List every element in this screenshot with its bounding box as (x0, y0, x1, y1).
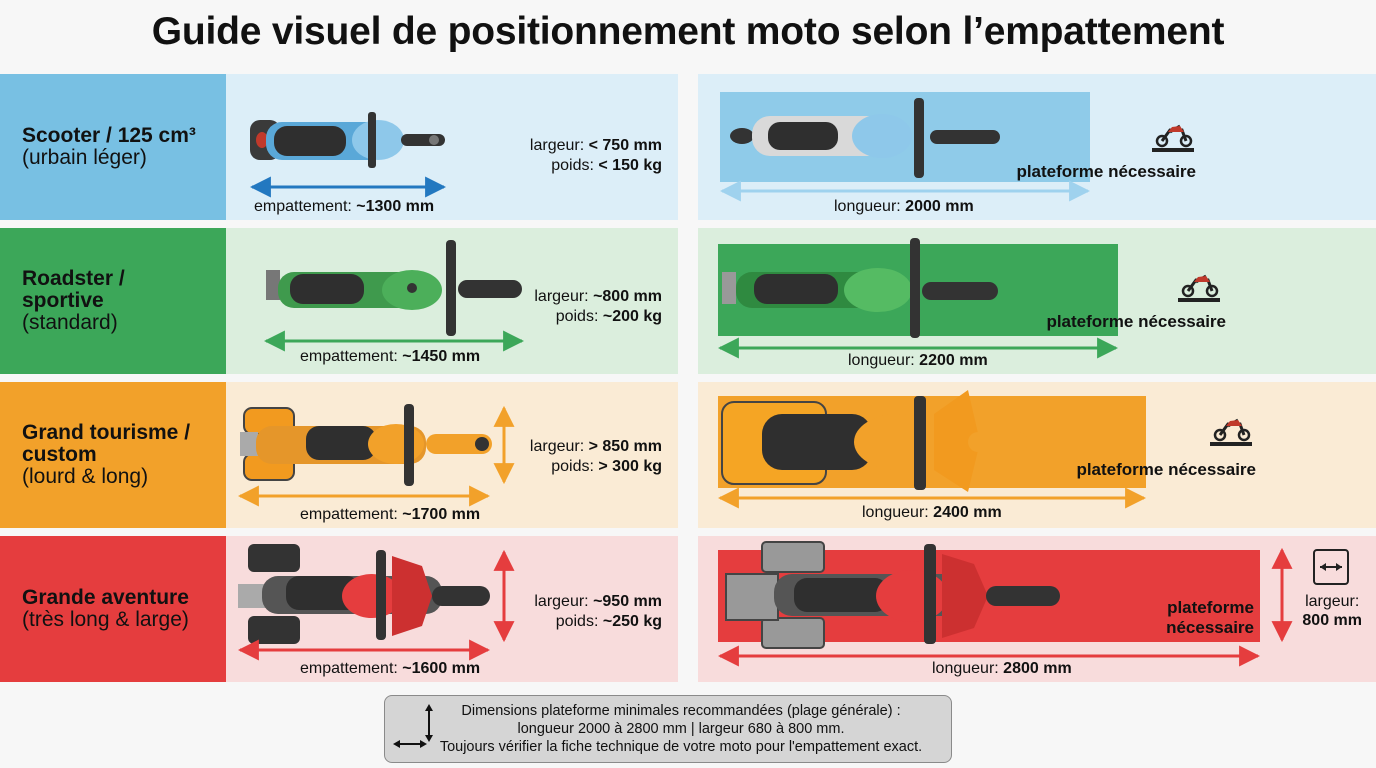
wheelbase-label: empattement: ~1600 mm (300, 660, 481, 677)
bike-specs: largeur: > 850 mm poids: > 300 kg (529, 438, 662, 475)
row-label-adventure: Grande aventure (très long & large) (0, 536, 226, 682)
bike-specs: largeur: ~950 mm poids: ~250 kg (534, 593, 662, 630)
category-title: Roadster / sportive (22, 267, 125, 312)
length-label: longueur: 2800 mm (932, 660, 1072, 677)
bike-panel-scooter: empattement: ~1300 mm largeur: < 750 mm … (226, 74, 678, 220)
category-title: Grande aventure (22, 586, 189, 609)
motorcycle-on-platform-icon (1210, 418, 1252, 446)
page-title: Guide visuel de positionnement moto selo… (151, 10, 1225, 53)
motorcycle-on-platform-icon (1152, 124, 1194, 152)
row-label-roadster: Roadster / sportive (standard) (0, 228, 226, 374)
bike-panel-adventure: empattement: ~1600 mm largeur: ~950 mm p… (226, 536, 678, 682)
platform-diagram (717, 390, 1252, 509)
category-subtitle: (lourd & long) (22, 465, 149, 488)
roadster-top-view (263, 240, 525, 352)
scooter-icon (250, 112, 445, 168)
length-label: longueur: 2200 mm (848, 352, 988, 369)
platform-label: plateforme nécessaire (1016, 162, 1196, 181)
wheelbase-label: empattement: ~1700 mm (300, 506, 481, 523)
platform-panel-touring: plateforme nécessaire longueur: 2400 mm (698, 382, 1376, 528)
roadster-icon (722, 238, 998, 338)
platform-diagram (717, 238, 1220, 359)
length-label: longueur: 2400 mm (862, 504, 1002, 521)
bike-panel-roadster: empattement: ~1450 mm largeur: ~800 mm p… (226, 228, 678, 374)
touring-top-view (237, 404, 515, 507)
footer-text: Dimensions plateforme minimales recomman… (439, 703, 923, 755)
platform-label: plateforme nécessaire (1166, 598, 1254, 637)
bike-specs: largeur: ~800 mm poids: ~200 kg (534, 288, 662, 325)
platform-diagram (719, 92, 1194, 202)
motorcycle-on-platform-icon (1178, 274, 1220, 302)
scooter-top-view (249, 112, 447, 198)
bike-specs: largeur: < 750 mm poids: < 150 kg (529, 137, 662, 174)
roadster-icon (266, 240, 522, 336)
platform-width-label: largeur: 800 mm (1302, 593, 1362, 629)
scooter-icon (730, 98, 1000, 178)
platform-diagram (717, 541, 1349, 667)
length-label: longueur: 2000 mm (834, 198, 974, 215)
category-title: Grand tourisme / custom (22, 421, 191, 466)
touring-icon (240, 404, 492, 486)
width-arrow-icon (1313, 549, 1349, 585)
adventure-top-view (237, 544, 515, 661)
touring-icon (721, 390, 1028, 492)
wheelbase-label: empattement: ~1450 mm (300, 348, 481, 365)
platform-panel-scooter: plateforme nécessaire longueur: 2000 mm (698, 74, 1376, 220)
row-label-touring: Grand tourisme / custom (lourd & long) (0, 382, 226, 528)
adventure-icon (238, 544, 490, 644)
platform-label: plateforme nécessaire (1046, 312, 1226, 331)
platform-panel-adventure: plateforme nécessaire longueur: 2800 mm … (698, 536, 1376, 682)
platform-panel-roadster: plateforme nécessaire longueur: 2200 mm (698, 228, 1376, 374)
category-subtitle: (standard) (22, 311, 118, 334)
dimension-arrows-icon (393, 704, 433, 748)
category-subtitle: (très long & large) (22, 608, 189, 631)
wheelbase-label: empattement: ~1300 mm (254, 198, 435, 215)
category-subtitle: (urbain léger) (22, 146, 147, 169)
platform-label: plateforme nécessaire (1076, 460, 1256, 479)
adventure-icon (725, 541, 1060, 649)
category-title: Scooter / 125 cm³ (22, 124, 196, 147)
row-label-scooter: Scooter / 125 cm³ (urbain léger) (0, 74, 226, 220)
bike-panel-touring: empattement: ~1700 mm largeur: > 850 mm … (226, 382, 678, 528)
footer-note: Dimensions plateforme minimales recomman… (384, 695, 952, 763)
